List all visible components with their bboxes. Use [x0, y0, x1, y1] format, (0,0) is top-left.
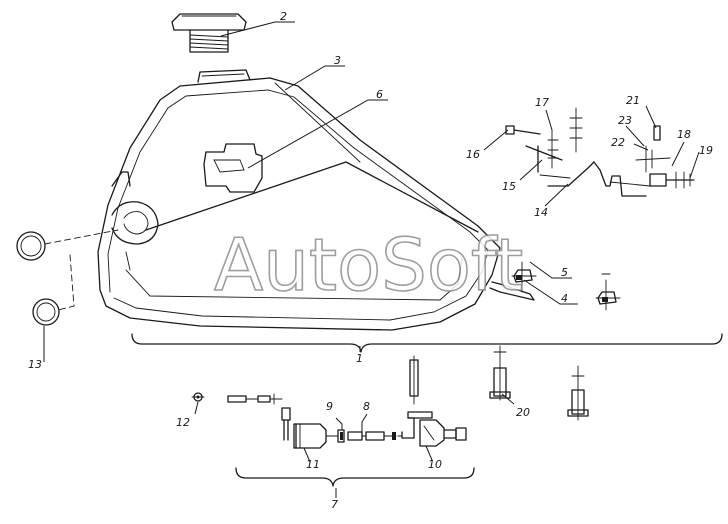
callout-23: 23 [618, 114, 632, 127]
callout-16: 16 [466, 148, 480, 161]
callout-22: 22 [611, 136, 625, 149]
callout-1: 1 [356, 352, 363, 365]
callout-19: 19 [699, 144, 713, 157]
callout-14: 14 [534, 206, 548, 219]
sender-plate [203, 143, 263, 193]
fuel-tank [97, 69, 535, 331]
callout-8: 8 [363, 400, 370, 413]
callout-labels: 1 2 3 4 5 6 7 8 9 10 11 12 13 14 15 16 1… [28, 10, 713, 511]
group-bracket-7 [235, 467, 475, 487]
rubber-rings [16, 229, 119, 326]
callout-6: 6 [376, 88, 383, 101]
callout-9: 9 [326, 400, 333, 413]
callout-20: 20 [516, 406, 530, 419]
callout-15: 15 [502, 180, 516, 193]
watermark-text: AutoSoft [214, 223, 523, 307]
callout-11: 11 [306, 458, 320, 471]
callout-21: 21 [626, 94, 640, 107]
callout-5: 5 [561, 266, 568, 279]
clamp-brackets [511, 261, 621, 311]
callout-10: 10 [428, 458, 442, 471]
callout-2: 2 [280, 10, 287, 23]
mounting-bolts [489, 345, 589, 421]
group-bracket-1 [131, 333, 723, 353]
leader-lines [43, 21, 700, 498]
callout-13: 13 [28, 358, 42, 371]
callout-3: 3 [334, 54, 341, 67]
callout-17: 17 [535, 96, 549, 109]
callout-18: 18 [677, 128, 691, 141]
callout-12: 12 [176, 416, 190, 429]
filler-cap [171, 13, 247, 53]
callout-7: 7 [331, 498, 338, 511]
mounting-bracket [505, 107, 695, 197]
callout-4: 4 [561, 292, 568, 305]
